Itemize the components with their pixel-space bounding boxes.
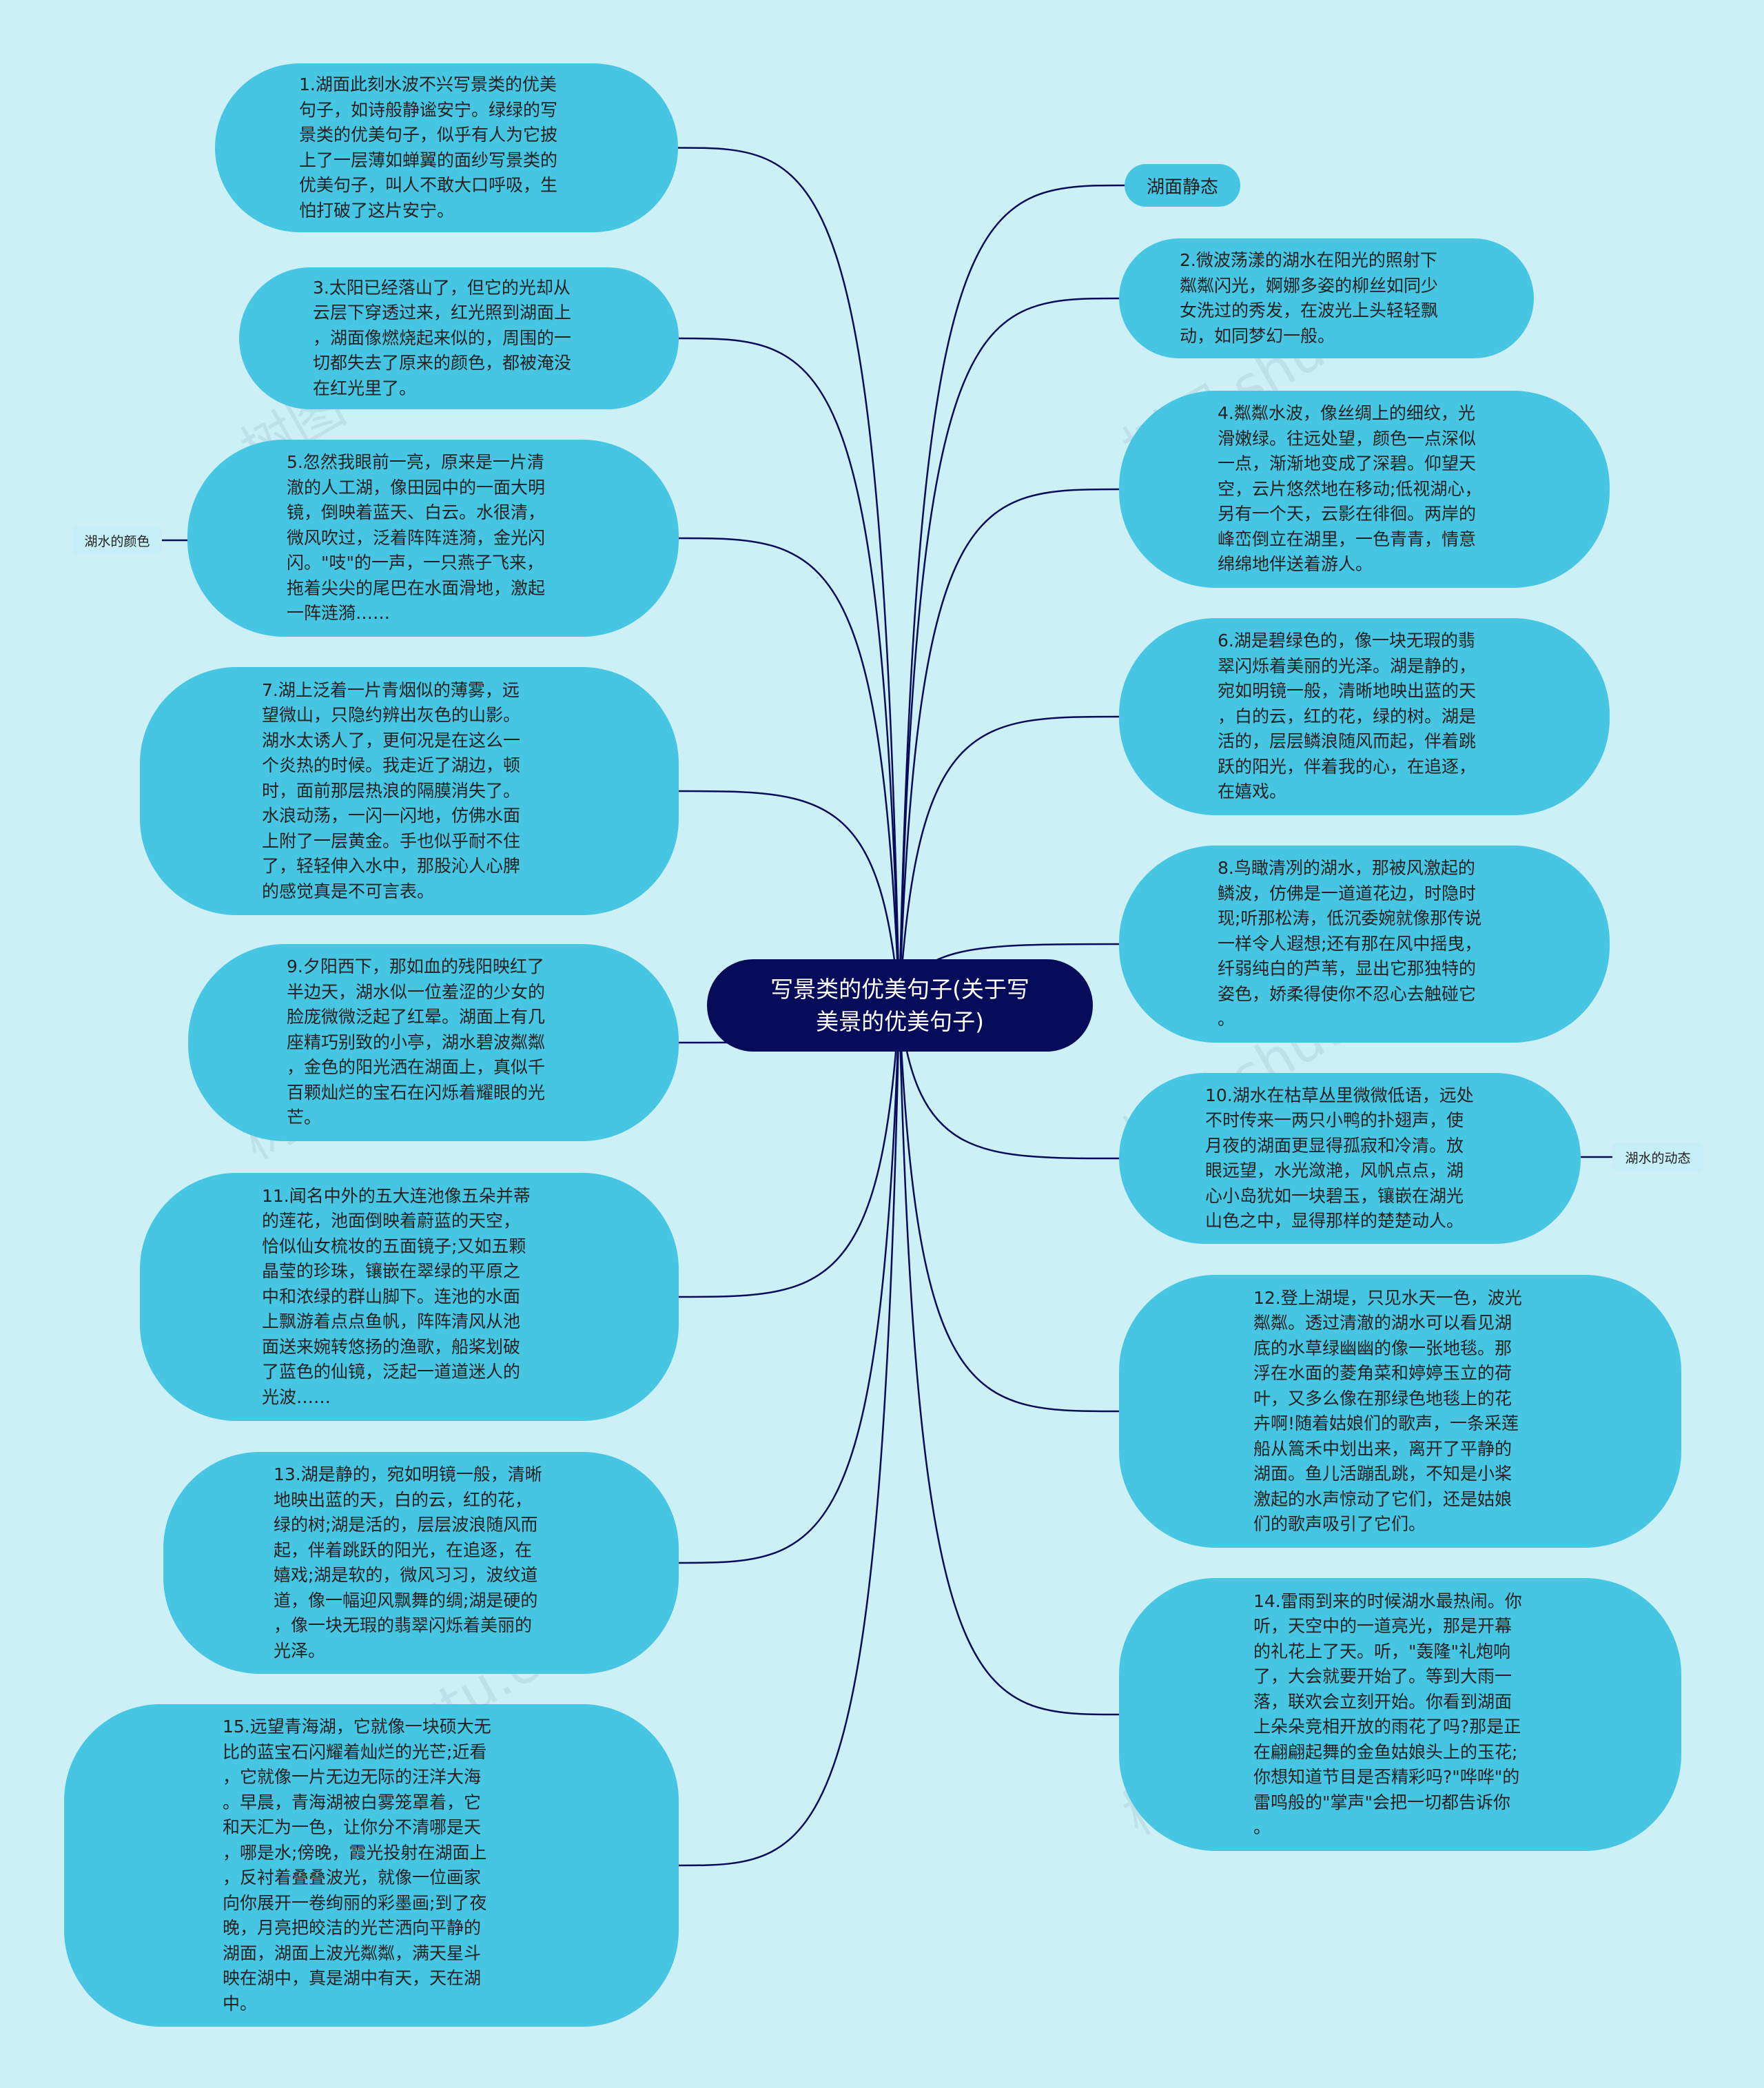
sentence-text: 5.忽然我眼前一亮，原来是一片清 澈的人工湖，像田园中的一面大明 镜，倒映着蓝天… (287, 452, 546, 624)
connector-line-n4 (898, 488, 1120, 1006)
sentence-node-10[interactable]: 10.湖水在枯草丛里微微低语，远处 不时传来一两只小鸭的扑翅声，使 月夜的湖面更… (1119, 1073, 1581, 1244)
sentence-text: 1.湖面此刻水波不兴写景类的优美 句子，如诗般静谧安宁。绿绿的写 景类的优美句子… (299, 74, 558, 221)
sentence-node-12[interactable]: 12.登上湖堤，只见水天一色，波光 粼粼。透过清澈的湖水可以看见湖 底的水草绿幽… (1119, 1275, 1681, 1548)
sentence-node-3[interactable]: 3.太阳已经落山了，但它的光却从 云层下穿透过来，红光照到湖面上 ，湖面像燃烧起… (239, 267, 679, 409)
connector-line-n13 (678, 1005, 901, 1564)
sentence-text: 9.夕阳西下，那如血的残阳映红了 半边天，湖水似一位羞涩的少女的 脸庞微微泛起了… (287, 956, 546, 1128)
category-tag-label: 湖水的颜色 (84, 533, 150, 549)
sentence-text: 13.湖是静的，宛如明镜一般，清晰 地映出蓝的天，白的云，红的花， 绿的树;湖是… (274, 1464, 542, 1661)
sentence-text: 11.闻名中外的五大连池像五朵并蒂 的莲花，池面倒映着蔚蓝的天空， 恰似仙女梳妆… (262, 1185, 531, 1407)
sentence-node-1[interactable]: 1.湖面此刻水波不兴写景类的优美 句子，如诗般静谧安宁。绿绿的写 景类的优美句子… (215, 63, 678, 232)
sentence-text: 6.湖是碧绿色的，像一块无瑕的翡 翠闪烁着美丽的光泽。湖是静的， 宛如明镜一般，… (1218, 631, 1477, 802)
root-topic-label: 写景类的优美句子(关于写 美景的优美句子) (770, 976, 1029, 1035)
sentence-text: 4.粼粼水波，像丝绸上的细纹，光 滑嫩绿。往远处望，颜色一点深似 一点，渐渐地变… (1218, 403, 1482, 575)
connector-line-n2 (898, 297, 1120, 1006)
sentence-text: 3.太阳已经落山了，但它的光却从 云层下穿透过来，红光照到湖面上 ，湖面像燃烧起… (313, 277, 572, 398)
connector-line-n10 (898, 1005, 1120, 1160)
category-tag-label: 湖面静态 (1146, 176, 1218, 198)
sentence-text: 15.远望青海湖，它就像一块硕大无 比的蓝宝石闪耀着灿烂的光芒;近看 ，它就像一… (223, 1717, 491, 2014)
sentence-text: 2.微波荡漾的湖水在阳光的照射下 粼粼闪光，婀娜多姿的柳丝如同少 女洗过的秀发，… (1180, 250, 1439, 346)
sentence-text: 10.湖水在枯草丛里微微低语，远处 不时传来一两只小鸭的扑翅声，使 月夜的湖面更… (1205, 1085, 1474, 1231)
category-tag-water-dynamic[interactable]: 湖水的动态 (1612, 1143, 1703, 1171)
sentence-node-14[interactable]: 14.雷雨到来的时候湖水最热闹。你 听，天空中的一道亮光，那是开幕 的礼花上了天… (1119, 1578, 1681, 1851)
connector-line-n11 (678, 1005, 901, 1298)
connector-line-n5 (678, 537, 901, 1006)
connector-line-n15 (678, 1005, 901, 1867)
category-tag-water-color[interactable]: 湖水的颜色 (72, 526, 162, 555)
sentence-node-2[interactable]: 2.微波荡漾的湖水在阳光的照射下 粼粼闪光，婀娜多姿的柳丝如同少 女洗过的秀发，… (1119, 238, 1534, 358)
sentence-text: 7.湖上泛着一片青烟似的薄雾，远 望微山，只隐约辨出灰色的山影。 湖水太诱人了，… (262, 679, 521, 901)
sentence-node-6[interactable]: 6.湖是碧绿色的，像一块无瑕的翡 翠闪烁着美丽的光泽。湖是静的， 宛如明镜一般，… (1119, 618, 1610, 815)
root-topic[interactable]: 写景类的优美句子(关于写 美景的优美句子) (707, 959, 1093, 1052)
connector-line-n7 (678, 790, 901, 1006)
connector-line-tag-top (898, 184, 1125, 1006)
sentence-text: 14.雷雨到来的时候湖水最热闹。你 听，天空中的一道亮光，那是开幕 的礼花上了天… (1253, 1590, 1522, 1838)
sentence-node-4[interactable]: 4.粼粼水波，像丝绸上的细纹，光 滑嫩绿。往远处望，颜色一点深似 一点，渐渐地变… (1119, 391, 1610, 588)
connector-line-n1 (677, 147, 901, 1006)
category-tag-label: 湖水的动态 (1625, 1150, 1691, 1166)
connector-line-n12 (898, 1005, 1120, 1413)
connector-line-n6 (898, 715, 1120, 1006)
sentence-text: 12.登上湖堤，只见水天一色，波光 粼粼。透过清澈的湖水可以看见湖 底的水草绿幽… (1253, 1287, 1522, 1535)
sentence-node-9[interactable]: 9.夕阳西下，那如血的残阳映红了 半边天，湖水似一位羞涩的少女的 脸庞微微泛起了… (188, 944, 679, 1141)
sentence-node-11[interactable]: 11.闻名中外的五大连池像五朵并蒂 的莲花，池面倒映着蔚蓝的天空， 恰似仙女梳妆… (140, 1173, 679, 1421)
sentence-node-5[interactable]: 5.忽然我眼前一亮，原来是一片清 澈的人工湖，像田园中的一面大明 镜，倒映着蓝天… (187, 440, 679, 637)
connector-line-n3 (678, 337, 901, 1006)
sentence-node-13[interactable]: 13.湖是静的，宛如明镜一般，清晰 地映出蓝的天，白的云，红的花， 绿的树;湖是… (163, 1452, 679, 1674)
sentence-text: 8.鸟瞰清冽的湖水，那被风激起的 鳞波，仿佛是一道道花边，时隐时 现;听那松涛，… (1218, 858, 1482, 1030)
sentence-node-8[interactable]: 8.鸟瞰清冽的湖水，那被风激起的 鳞波，仿佛是一道道花边，时隐时 现;听那松涛，… (1119, 846, 1610, 1043)
category-tag-lake-static[interactable]: 湖面静态 (1125, 164, 1240, 207)
sentence-node-7[interactable]: 7.湖上泛着一片青烟似的薄雾，远 望微山，只隐约辨出灰色的山影。 湖水太诱人了，… (140, 667, 679, 915)
connector-line-n14 (898, 1005, 1120, 1716)
sentence-node-15[interactable]: 15.远望青海湖，它就像一块硕大无 比的蓝宝石闪耀着灿烂的光芒;近看 ，它就像一… (64, 1704, 679, 2027)
